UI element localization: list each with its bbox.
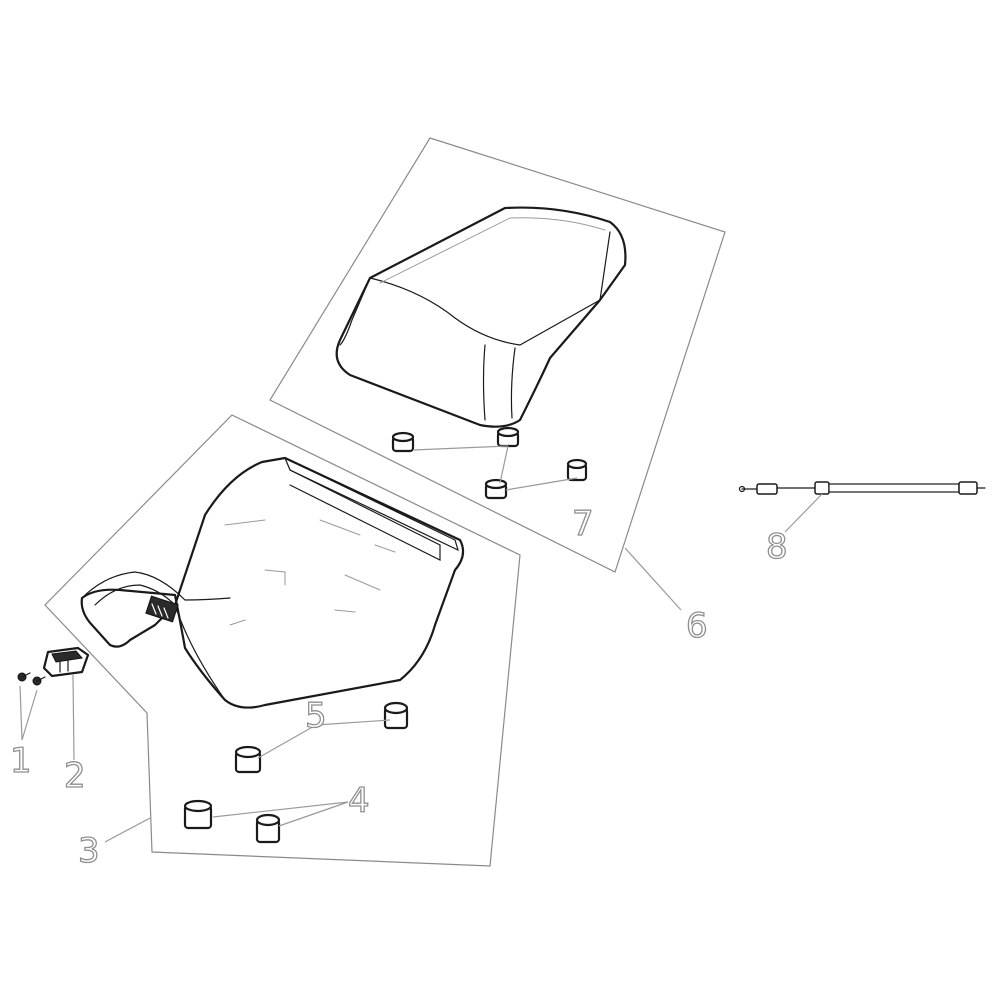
callout-5: 5 [305,696,327,736]
callout-7: 7 [572,504,594,544]
grommet-rear-2 [496,426,520,448]
callout-2: 2 [64,756,86,796]
grommet-rear-4 [566,458,588,482]
callout-3: 3 [78,831,100,871]
front-seat-group-frame [44,414,521,867]
screw-2 [32,676,46,686]
callout-1: 1 [10,741,32,781]
seat-release-cable [738,481,986,495]
callout-4: 4 [348,781,370,821]
grommet-rear-3 [484,478,508,500]
leader-lines [19,445,823,843]
front-seat-cover [80,456,465,709]
callout-6: 6 [686,606,708,646]
grommet-rear-1 [391,431,415,453]
grommet-front-5a [383,701,409,730]
grommet-front-4a [183,799,213,830]
screw-1 [17,672,31,682]
rear-seat-group-frame [269,137,726,573]
latch-clip [42,646,90,678]
callout-8: 8 [766,527,788,567]
rear-seat-cover [335,206,627,428]
grommet-front-4b [255,813,281,844]
grommet-front-5b [234,745,262,774]
